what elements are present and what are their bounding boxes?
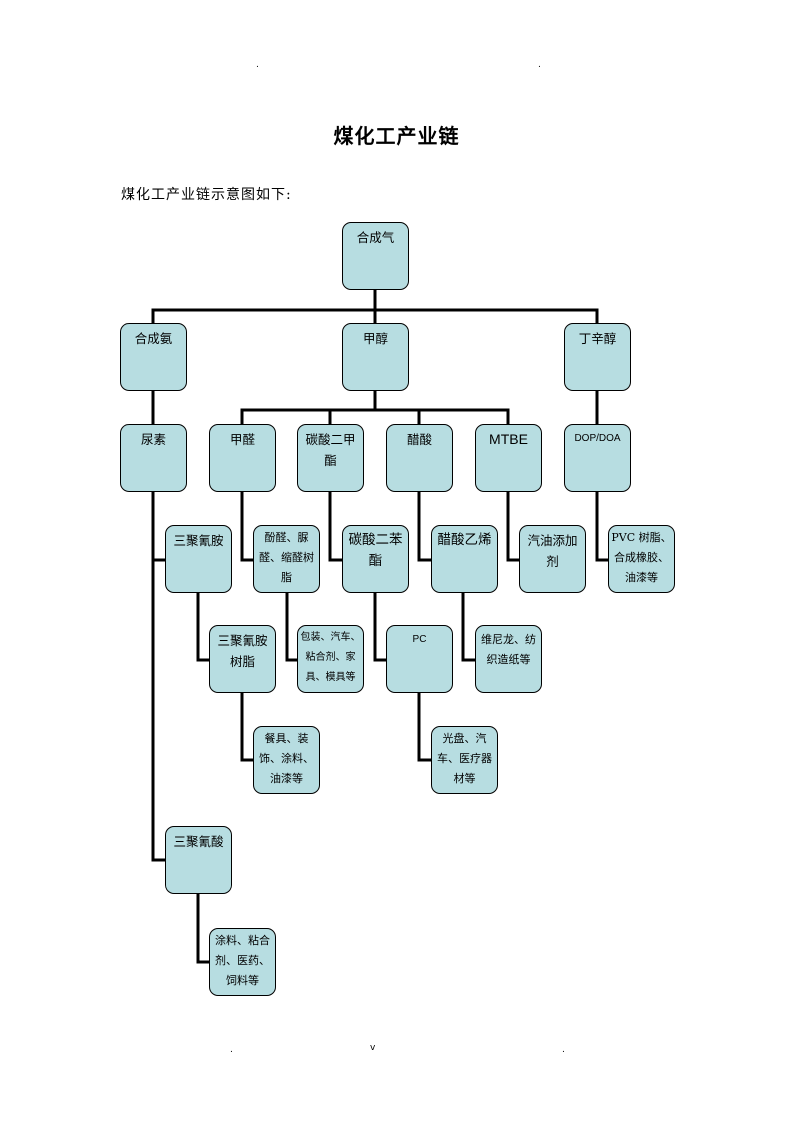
node-resins: 酚醛、脲 醛、缩醛树 脂 bbox=[253, 525, 320, 593]
node-label: 醋酸 bbox=[406, 432, 432, 447]
node-label: 餐具、装 bbox=[264, 732, 309, 745]
node-synthetic-ammonia: 合成氨 bbox=[120, 323, 187, 391]
node-label: PVC 树脂、 bbox=[611, 531, 672, 544]
node-resin-uses: 包装、汽车、 粘合剂、家 具、模具等 bbox=[297, 625, 364, 693]
node-label: 酯 bbox=[324, 453, 337, 468]
node-label: 三聚氰胺 bbox=[173, 533, 224, 548]
node-label: 碳酸二苯 bbox=[348, 532, 403, 548]
node-syngas: 合成气 bbox=[342, 222, 409, 290]
node-melamine-resin: 三聚氰胺 树脂 bbox=[209, 625, 276, 693]
node-pc: PC bbox=[386, 625, 453, 693]
node-dimethyl-carbonate: 碳酸二甲 酯 bbox=[297, 424, 364, 492]
node-label: 酚醛、脲 bbox=[264, 531, 309, 544]
node-label: 粘合剂、家 bbox=[305, 652, 356, 663]
node-label: 剂、医药、 bbox=[215, 954, 270, 967]
node-pvc-uses: PVC 树脂、 合成橡胶、 油漆等 bbox=[608, 525, 675, 593]
node-label: DOP/DOA bbox=[574, 433, 621, 444]
node-label: 树脂 bbox=[229, 654, 255, 669]
node-label: 油漆等 bbox=[270, 772, 303, 785]
node-label: 材等 bbox=[453, 772, 476, 785]
header-dot-left: . bbox=[256, 60, 259, 70]
node-acetic-acid: 醋酸 bbox=[386, 424, 453, 492]
node-label: 甲醇 bbox=[362, 331, 388, 346]
node-label: 车、医疗器 bbox=[437, 752, 492, 765]
node-label: 脂 bbox=[281, 571, 292, 584]
node-cyanuric-acid: 三聚氰酸 bbox=[165, 826, 232, 894]
node-label: 汽油添加 bbox=[527, 533, 578, 548]
node-label: 具、模具等 bbox=[305, 672, 356, 683]
node-mtbe: MTBE bbox=[475, 424, 542, 492]
node-label: 合成气 bbox=[356, 230, 395, 245]
node-label: 三聚氰酸 bbox=[173, 834, 224, 849]
node-label: 织造纸等 bbox=[486, 653, 531, 666]
footer-dot-right: . bbox=[562, 1045, 565, 1055]
node-label: 涂料、粘合 bbox=[215, 934, 270, 947]
node-label: 包装、汽车、 bbox=[300, 632, 361, 643]
node-label: 碳酸二甲 bbox=[305, 432, 356, 447]
node-melamine: 三聚氰胺 bbox=[165, 525, 232, 593]
page-title: 煤化工产业链 bbox=[333, 124, 460, 148]
node-label: 合成橡胶、 bbox=[614, 551, 669, 564]
node-formaldehyde: 甲醛 bbox=[209, 424, 276, 492]
header-dot-right: . bbox=[538, 60, 541, 70]
node-label: 油漆等 bbox=[625, 571, 658, 584]
node-label: 饰、涂料、 bbox=[259, 752, 314, 765]
node-label: 酯 bbox=[368, 553, 383, 569]
node-pc-uses: 光盘、汽 车、医疗器 材等 bbox=[431, 726, 498, 794]
page-subtitle: 煤化工产业链示意图如下: bbox=[121, 187, 292, 203]
footer-dot-left: . bbox=[230, 1045, 233, 1055]
node-vinylon: 维尼龙、纺 织造纸等 bbox=[475, 625, 542, 693]
node-label: 饲料等 bbox=[226, 974, 259, 987]
node-label: 醛、缩醛树 bbox=[259, 551, 314, 564]
node-gasoline-additive: 汽油添加 剂 bbox=[519, 525, 586, 593]
node-urea: 尿素 bbox=[120, 424, 187, 492]
node-dop-doa: DOP/DOA bbox=[564, 424, 631, 492]
node-label: PC bbox=[412, 634, 427, 645]
node-cyanuric-uses: 涂料、粘合 剂、医药、 饲料等 bbox=[209, 928, 276, 996]
node-diphenyl-carbonate: 碳酸二苯 酯 bbox=[342, 525, 409, 593]
node-methanol: 甲醇 bbox=[342, 323, 409, 391]
node-melamine-resin-uses: 餐具、装 饰、涂料、 油漆等 bbox=[253, 726, 320, 794]
node-label: 三聚氰胺 bbox=[217, 633, 268, 648]
node-label: 尿素 bbox=[140, 432, 166, 447]
node-label: 剂 bbox=[546, 554, 559, 569]
node-label: 维尼龙、纺 bbox=[481, 633, 536, 646]
node-label: 丁辛醇 bbox=[578, 331, 617, 346]
node-label: 醋酸乙烯 bbox=[437, 532, 492, 548]
footer-page-marker: v bbox=[370, 1043, 376, 1053]
node-label: 合成氨 bbox=[134, 331, 173, 346]
node-octanol: 丁辛醇 bbox=[564, 323, 631, 391]
node-label: 甲醛 bbox=[229, 432, 255, 447]
node-vinyl-acetate: 醋酸乙烯 bbox=[431, 525, 498, 593]
node-label: 光盘、汽 bbox=[442, 732, 487, 745]
node-label: MTBE bbox=[489, 431, 528, 447]
